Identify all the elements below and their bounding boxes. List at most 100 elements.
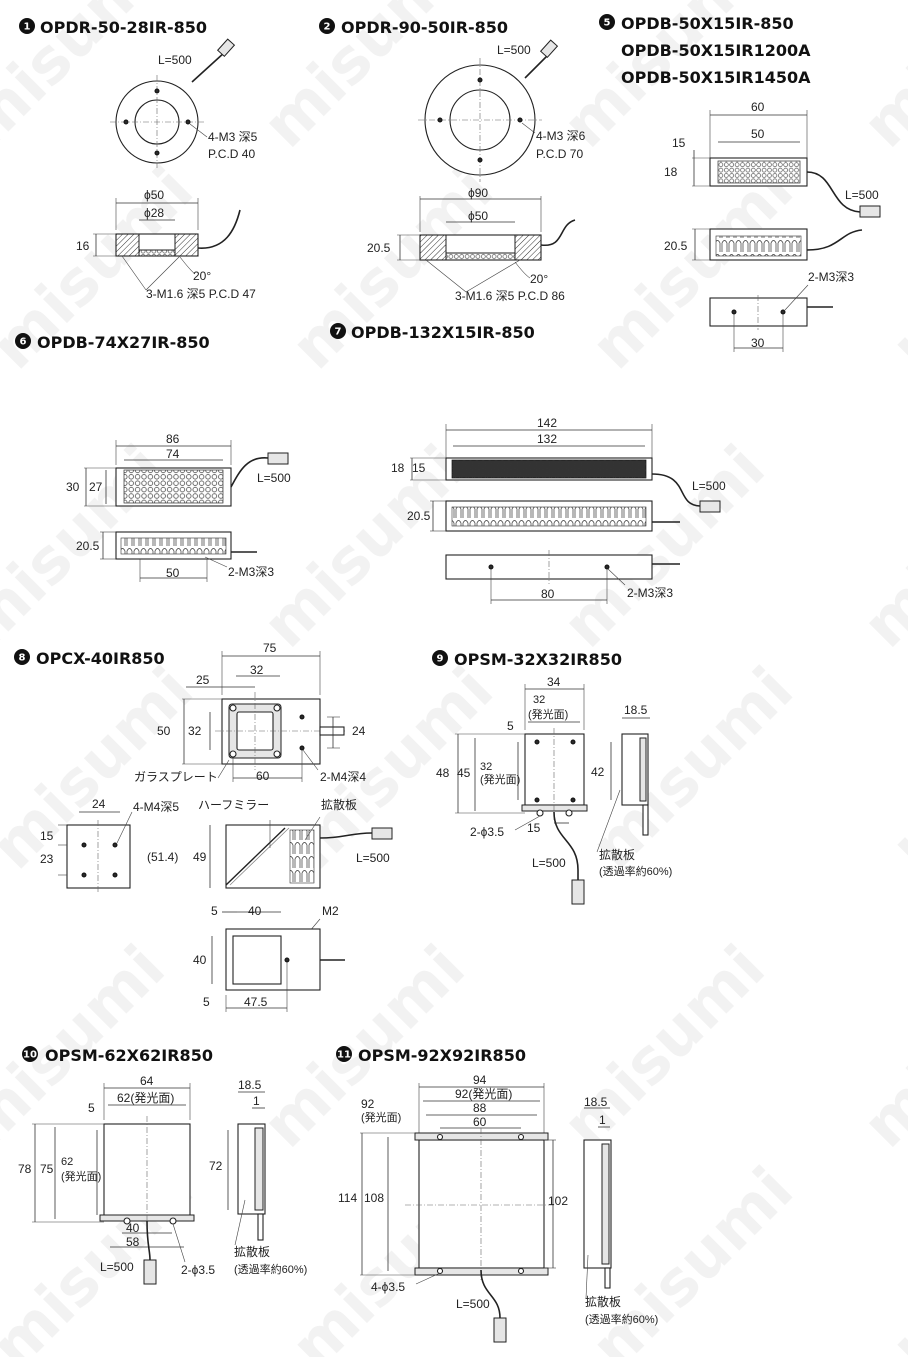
p11-108-label: 108 (364, 1191, 384, 1205)
p1-id-label: ϕ28 (144, 206, 164, 220)
p10-cable-label: L=500 (100, 1260, 134, 1274)
p8-60-label: 60 (256, 769, 270, 783)
p2-od-label: ϕ90 (468, 186, 488, 200)
badge-9-number: 9 (437, 654, 444, 665)
p5-cable-label: L=500 (845, 188, 879, 202)
product-5-title-1: OPDB-50X15IR-850 (621, 14, 794, 33)
p11-60-label: 60 (473, 1115, 487, 1129)
p11-diff-label: 拡散板 (585, 1294, 621, 1309)
p10-diff-label: 拡散板 (234, 1244, 270, 1259)
p10-75-label: 75 (40, 1162, 54, 1176)
watermark-text: misumi (577, 153, 807, 383)
badge-9 (432, 650, 448, 666)
p11-one-label: 1 (599, 1113, 606, 1127)
p2-cable-label: L=500 (497, 43, 531, 57)
p9-15-label: 15 (527, 821, 541, 835)
p8-s23-label: 23 (40, 852, 54, 866)
badge-2 (319, 18, 335, 34)
p11-cable-label: L=500 (456, 1297, 490, 1311)
watermark-text: misumi (877, 1153, 908, 1357)
badge-6 (15, 333, 31, 349)
badge-7-number: 7 (335, 327, 342, 338)
p8-32l-label: 32 (188, 724, 202, 738)
p1-bottom-label: 3-M1.6 深5 P.C.D 47 (146, 287, 256, 301)
watermark-text: misumi (248, 431, 478, 661)
p9-e1-label: 32 (533, 694, 545, 706)
p6-b-label: 27 (89, 480, 103, 494)
p8-cable-label: L=500 (356, 851, 390, 865)
p8-24r-label: 24 (352, 724, 366, 738)
p9-thick-label: 18.5 (624, 703, 648, 717)
p9-cable-label: L=500 (532, 856, 566, 870)
p8-mirror-label: ハーフミラー (198, 798, 269, 812)
p8-glass-label: ガラスプレート (134, 770, 218, 784)
p10-v1-label: 62 (61, 1156, 73, 1168)
watermark-text: misumi (548, 931, 778, 1161)
p5-led-label: 50 (751, 127, 765, 141)
p1-pcd-label: P.C.D 40 (208, 147, 255, 161)
p8-50-label: 50 (157, 724, 171, 738)
p11-holes-label: 4-ϕ3.5 (371, 1280, 405, 1294)
product-10-drawing: 10 OPSM-62X62IR850 64 62(発光面) 5 78 75 62… (18, 1046, 307, 1285)
p5-width-label: 60 (751, 100, 765, 114)
p10-72-label: 72 (209, 1159, 223, 1173)
product-2-title: OPDR-90-50IR-850 (341, 18, 508, 37)
product-5-title-3: OPDB-50X15IR1450A (621, 68, 811, 87)
product-5-drawing: 5 OPDB-50X15IR-850 OPDB-50X15IR1200A OPD… (599, 14, 881, 352)
product-1-drawing: 1 OPDR-50-28IR-850 L=500 4-M3 深5 P.C.D 4… (19, 18, 258, 301)
p8-diff-label: 拡散板 (321, 797, 357, 812)
p5-h-label: 20.5 (664, 239, 688, 253)
p11-trans-label: (透過率約60%) (585, 1312, 658, 1326)
badge-5 (599, 14, 615, 30)
badge-10-number: 10 (23, 1050, 37, 1061)
p10-s5-label: 5 (88, 1101, 95, 1115)
p11-width-label: 94 (473, 1073, 487, 1087)
p11-l2-label: (発光面) (361, 1110, 401, 1124)
p10-width-label: 64 (140, 1074, 154, 1088)
p9-holes-label: 2-ϕ3.5 (470, 825, 504, 839)
p6-width-label: 86 (166, 432, 180, 446)
product-8-title: OPCX-40IR850 (36, 649, 165, 668)
product-7-title: OPDB-132X15IR-850 (351, 323, 535, 342)
p8-32t-label: 32 (250, 663, 264, 677)
p9-trans-label: (透過率約60%) (599, 864, 672, 878)
p5-b-label: 18 (664, 165, 678, 179)
product-11-title: OPSM-92X92IR850 (358, 1046, 526, 1065)
product-10-title: OPSM-62X62IR850 (45, 1046, 213, 1065)
p10-trans-label: (透過率約60%) (234, 1262, 307, 1276)
product-8-drawing: 8 OPCX-40IR850 75 32 25 50 32 24 (14, 641, 393, 1012)
product-6-title: OPDB-74X27IR-850 (37, 333, 210, 352)
p2-angle-label: 20° (530, 272, 548, 286)
p7-width-label: 142 (537, 416, 557, 430)
p9-diff-label: 拡散板 (599, 847, 635, 862)
p8-49-label: 49 (193, 850, 207, 864)
badge-8 (14, 649, 30, 665)
p8-b5a-label: 5 (211, 904, 218, 918)
p10-78-label: 78 (18, 1162, 32, 1176)
p2-holes-label: 4-M3 深6 (536, 129, 586, 143)
p11-e-label: 92(発光面) (455, 1087, 512, 1101)
badge-8-number: 8 (19, 653, 26, 664)
p1-angle-label: 20° (193, 269, 211, 283)
product-6-drawing: 6 OPDB-74X27IR-850 86 74 L=500 30 27 20.… (15, 333, 291, 582)
watermark-text: misumi (848, 0, 908, 161)
p11-thick-label: 18.5 (584, 1095, 608, 1109)
p8-s24-label: 24 (92, 797, 106, 811)
p8-514-label: (51.4) (147, 850, 178, 864)
p6-h-label: 20.5 (76, 539, 100, 553)
p10-thick-label: 18.5 (238, 1078, 262, 1092)
p10-v2-label: (発光面) (61, 1169, 101, 1183)
badge-2-number: 2 (324, 22, 331, 33)
p11-102-label: 102 (548, 1194, 568, 1208)
badge-1 (19, 18, 35, 34)
p7-holes-label: 2-M3深3 (627, 586, 673, 600)
p10-one-label: 1 (253, 1094, 260, 1108)
p10-holes-label: 2-ϕ3.5 (181, 1263, 215, 1277)
product-7-drawing: 7 OPDB-132X15IR-850 142 132 L=500 18 15 … (330, 323, 726, 604)
product-9-drawing: 9 OPSM-32X32IR850 34 32 (発光面) 5 48 45 32… (432, 650, 672, 905)
p9-v2-label: (発光面) (480, 772, 520, 786)
p5-pitch-label: 30 (751, 336, 765, 350)
p6-led-label: 74 (166, 447, 180, 461)
p8-25-label: 25 (196, 673, 210, 687)
